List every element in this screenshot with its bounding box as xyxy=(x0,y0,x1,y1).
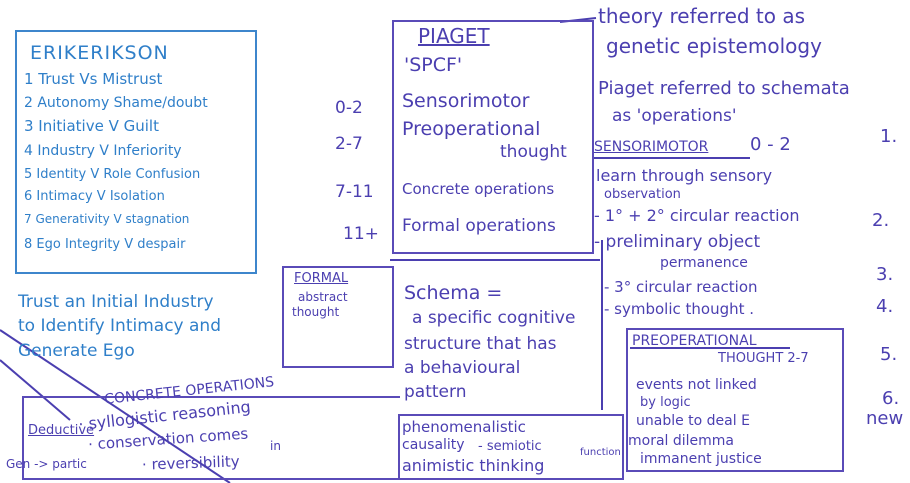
erikson-stage-6: 6 Intimacy V Isolation xyxy=(24,189,165,204)
formal-heading: FORMAL xyxy=(294,271,349,286)
erikson-summary-1: Trust an Initial Industry xyxy=(18,292,214,312)
piaget-title: PIAGET xyxy=(418,24,490,48)
schema-line-2: a specific cognitive xyxy=(412,308,576,328)
phenomenal-line-1: phenomenalistic xyxy=(402,418,526,436)
margin-4: 4. xyxy=(876,296,894,317)
erikson-stage-2: 2 Autonomy Shame/doubt xyxy=(24,95,208,111)
piaget-stage-1-cont: thought xyxy=(500,142,567,162)
sensorimotor-point-2: - 1° + 2° circular reaction xyxy=(594,206,800,225)
concrete-point-3: · reversibility xyxy=(141,452,240,474)
preoperational-point-3: moral dilemma xyxy=(628,433,735,449)
piaget-note-2: genetic epistemology xyxy=(606,34,822,58)
piaget-note-1: theory referred to as xyxy=(598,4,806,28)
piaget-stage-3: Formal operations xyxy=(402,216,556,236)
margin-2: 2. xyxy=(872,210,890,231)
margin-new: new xyxy=(866,408,904,429)
formal-line-1: abstract xyxy=(298,290,348,304)
piaget-note-4: as 'operations' xyxy=(612,106,737,126)
preoperational-heading-2: THOUGHT 2-7 xyxy=(718,351,809,366)
schema-line-1: Schema = xyxy=(404,282,503,304)
piaget-age-0: 0-2 xyxy=(335,98,363,118)
phenomenal-line-2: causality xyxy=(402,437,465,453)
piaget-acronym: 'SPCF' xyxy=(404,54,463,76)
preoperational-point-0: events not linked xyxy=(636,377,757,393)
phenomenal-line-5: animistic thinking xyxy=(402,456,545,475)
erikson-summary-3: Generate Ego xyxy=(18,341,135,361)
margin-5: 5. xyxy=(880,344,898,365)
preoperational-heading: PREOPERATIONAL xyxy=(632,333,757,349)
preoperational-point-1: by logic xyxy=(640,395,691,410)
preoperational-point-2: unable to deal E xyxy=(636,413,750,429)
diagonal-line xyxy=(0,329,231,483)
sensorimotor-point-3: - preliminary object xyxy=(594,232,761,252)
erikson-stage-8: 8 Ego Integrity V despair xyxy=(24,237,186,252)
erikson-summary-2: to Identify Intimacy and xyxy=(18,316,221,336)
preoperational-box xyxy=(626,328,844,472)
erikson-stage-3: 3 Initiative V Guilt xyxy=(24,117,159,135)
concrete-side-2: Gen -> partic xyxy=(6,457,87,471)
schema-line-5: pattern xyxy=(404,382,467,402)
schema-line-3: structure that has xyxy=(404,334,557,354)
erikson-box xyxy=(15,30,257,274)
formal-line-2: thought xyxy=(292,305,340,319)
sensorimotor-heading: SENSORIMOTOR xyxy=(594,139,709,155)
sensorimotor-age: 0 - 2 xyxy=(750,134,791,155)
phenomenal-line-4: function xyxy=(580,447,621,458)
diagonal-line-2 xyxy=(0,359,71,421)
margin-3: 3. xyxy=(876,264,894,285)
piaget-box xyxy=(392,20,594,254)
sensorimotor-point-0: learn through sensory xyxy=(596,166,773,185)
piaget-age-3: 11+ xyxy=(343,224,379,244)
piaget-stage-0: Sensorimotor xyxy=(402,90,530,112)
phenomenal-box xyxy=(398,414,624,480)
erikson-stage-7: 7 Generativity V stagnation xyxy=(24,212,190,226)
erikson-title: ERIKERIKSON xyxy=(30,42,169,64)
phenomenal-line-3: - semiotic xyxy=(478,439,542,454)
sensorimotor-point-6: - symbolic thought . xyxy=(604,300,755,318)
sensorimotor-point-5: - 3° circular reaction xyxy=(604,278,758,296)
piaget-stage-2: Concrete operations xyxy=(402,180,555,198)
erikson-stage-5: 5 Identity V Role Confusion xyxy=(24,167,201,182)
erikson-stage-4: 4 Industry V Inferiority xyxy=(24,143,182,159)
formal-box xyxy=(282,266,394,368)
concrete-box xyxy=(22,396,400,480)
piaget-note-3: Piaget referred to schemata xyxy=(598,78,850,99)
schema-line-4: a behavioural xyxy=(404,358,521,378)
erikson-stage-1: 1 Trust Vs Mistrust xyxy=(24,70,163,88)
margin-1: 1. xyxy=(880,126,898,147)
preoperational-point-4: immanent justice xyxy=(640,451,762,467)
concrete-point-2: in xyxy=(270,439,281,453)
concrete-side-1: Deductive xyxy=(28,423,95,438)
piaget-age-2: 7-11 xyxy=(335,182,374,202)
piaget-stage-1: Preoperational xyxy=(402,118,541,140)
margin-6: 6. xyxy=(882,388,900,409)
sensorimotor-point-1: observation xyxy=(604,187,681,202)
sensorimotor-point-4: permanence xyxy=(660,255,748,271)
piaget-age-1: 2-7 xyxy=(335,134,363,154)
